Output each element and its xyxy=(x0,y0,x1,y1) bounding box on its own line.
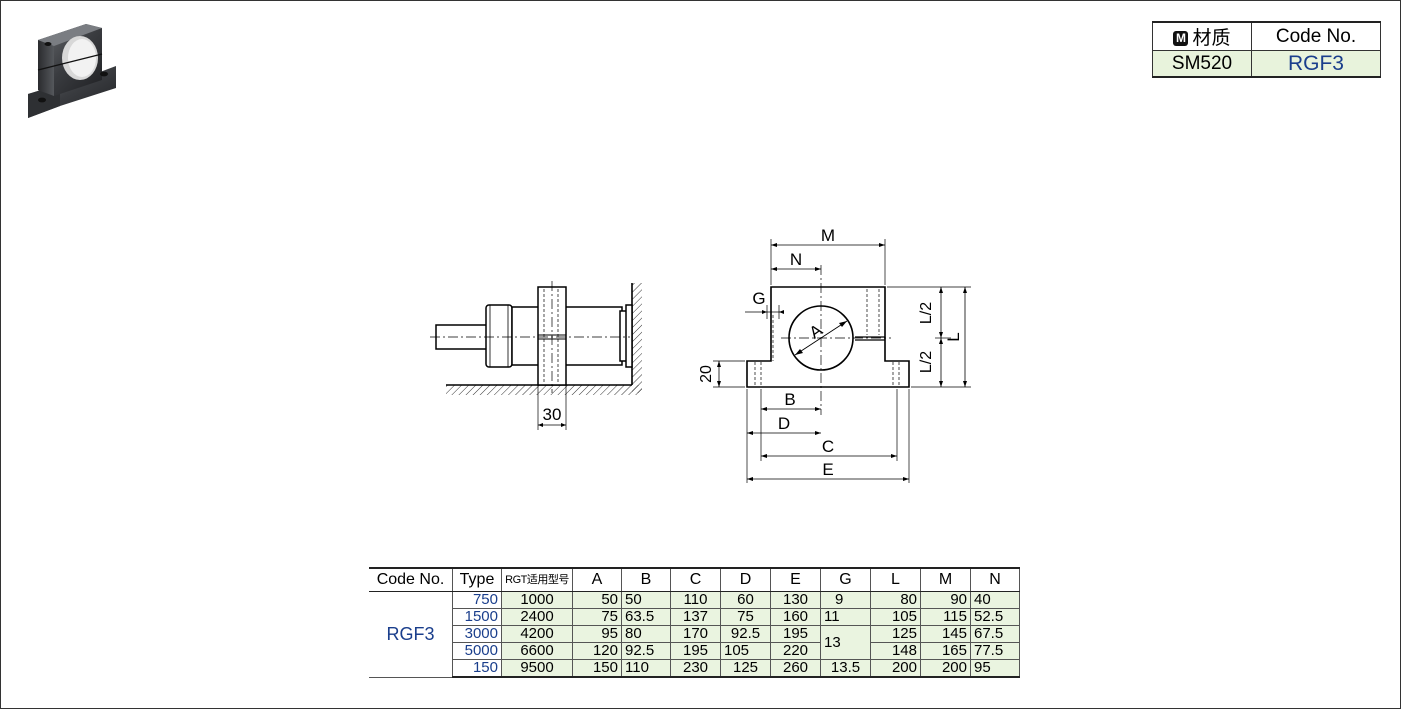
cell-G: 9 xyxy=(820,591,871,609)
cell-N: 77.5 xyxy=(970,642,1020,660)
table-row: 5000 6600 120 92.5 195 105 220 148 165 7… xyxy=(369,642,1020,660)
header-E: E xyxy=(770,567,821,592)
header-A: A xyxy=(572,567,622,592)
cell-G-merged: 13 xyxy=(820,625,871,660)
cell-D: 92.5 xyxy=(720,625,771,643)
table-row: 1500 2400 75 63.5 137 75 160 11 105 115 … xyxy=(369,608,1020,626)
cell-M: 165 xyxy=(920,642,971,660)
cell-N: 95 xyxy=(970,659,1020,678)
dim-M-label: M xyxy=(821,226,835,245)
cell-B: 63.5 xyxy=(621,608,671,626)
header-type: Type xyxy=(452,567,502,592)
table-row: 150 9500 150 110 230 125 260 13.5 200 20… xyxy=(369,659,1020,678)
cell-C: 195 xyxy=(670,642,721,660)
code-header-cell: Code No. xyxy=(1251,21,1381,51)
cell-C: 230 xyxy=(670,659,721,678)
cell-rgt: 9500 xyxy=(501,659,573,678)
cell-B: 80 xyxy=(621,625,671,643)
cell-D: 60 xyxy=(720,591,771,609)
cell-N: 40 xyxy=(970,591,1020,609)
dim-20-label: 20 xyxy=(698,365,715,383)
cell-A: 150 xyxy=(572,659,622,678)
header-D: D xyxy=(720,567,771,592)
table-row: RGF3 750 1000 50 50 110 60 130 9 80 90 4… xyxy=(369,591,1020,678)
code-value-cell: RGF3 xyxy=(1251,50,1381,78)
cell-A: 120 xyxy=(572,642,622,660)
cell-M: 200 xyxy=(920,659,971,678)
dim-L-half-top-label: L/2 xyxy=(918,302,935,324)
cell-L: 125 xyxy=(870,625,921,643)
header-L: L xyxy=(870,567,921,592)
header-N: N xyxy=(970,567,1020,592)
cell-G: 13.5 xyxy=(820,659,871,678)
cell-N: 67.5 xyxy=(970,625,1020,643)
cell-type: 5000 xyxy=(452,642,502,660)
cell-rgt: 6600 xyxy=(501,642,573,660)
cell-B: 50 xyxy=(621,591,671,609)
cell-A: 50 xyxy=(572,591,622,609)
cell-E: 195 xyxy=(770,625,821,643)
cell-rgt: 1000 xyxy=(501,591,573,609)
cell-E: 160 xyxy=(770,608,821,626)
side-view-drawing: 30 xyxy=(430,281,642,430)
cell-L: 105 xyxy=(870,608,921,626)
dim-L-label: L xyxy=(944,332,963,341)
cell-D: 105 xyxy=(720,642,771,660)
product-photo xyxy=(28,24,116,118)
cell-D: 125 xyxy=(720,659,771,678)
spec-table-header: Code No. Type RGT适用型号 A B C D E G L M N xyxy=(369,567,1020,592)
material-value-cell: SM520 xyxy=(1152,50,1252,78)
table-row: 3000 4200 95 80 170 92.5 195 13 125 145 … xyxy=(369,625,1020,660)
dim-D-label: D xyxy=(778,414,790,433)
cell-type: 3000 xyxy=(452,625,502,643)
dim-B-label: B xyxy=(784,390,795,409)
cell-D: 75 xyxy=(720,608,771,626)
cell-B: 110 xyxy=(621,659,671,678)
front-view-drawing: A M N G 20 L/2 L/2 L xyxy=(698,226,971,483)
header-rgt: RGT适用型号 xyxy=(501,567,573,592)
cell-rgt: 4200 xyxy=(501,625,573,643)
header-G: G xyxy=(820,567,871,592)
cell-E: 130 xyxy=(770,591,821,609)
cell-type: 1500 xyxy=(452,608,502,626)
dim-G-label: G xyxy=(752,289,765,308)
cell-B: 92.5 xyxy=(621,642,671,660)
cell-M: 115 xyxy=(920,608,971,626)
cell-rgt: 2400 xyxy=(501,608,573,626)
dim-L-half-bottom-label: L/2 xyxy=(918,351,935,373)
cell-A: 75 xyxy=(572,608,622,626)
dim-N-label: N xyxy=(790,250,802,269)
cell-M: 145 xyxy=(920,625,971,643)
cell-M: 90 xyxy=(920,591,971,609)
cell-L: 80 xyxy=(870,591,921,609)
row-code: RGF3 xyxy=(369,591,453,678)
cell-N: 52.5 xyxy=(970,608,1020,626)
material-badge-icon: M xyxy=(1173,31,1189,46)
cell-G: 11 xyxy=(820,608,871,626)
cell-type: 750 xyxy=(452,591,502,609)
cell-type: 150 xyxy=(452,659,502,678)
cell-E: 220 xyxy=(770,642,821,660)
spec-table: Code No. Type RGT适用型号 A B C D E G L M N … xyxy=(369,567,1020,678)
cell-C: 170 xyxy=(670,625,721,643)
dim-C-label: C xyxy=(822,437,834,456)
cell-E: 260 xyxy=(770,659,821,678)
dim-30-label: 30 xyxy=(543,405,562,424)
header-C: C xyxy=(670,567,721,592)
cell-C: 110 xyxy=(670,591,721,609)
cell-A: 95 xyxy=(572,625,622,643)
cell-C: 137 xyxy=(670,608,721,626)
cell-L: 148 xyxy=(870,642,921,660)
header-code: Code No. xyxy=(369,567,453,592)
cell-L: 200 xyxy=(870,659,921,678)
dim-E-label: E xyxy=(822,460,833,479)
header-B: B xyxy=(621,567,671,592)
header-M: M xyxy=(920,567,971,592)
